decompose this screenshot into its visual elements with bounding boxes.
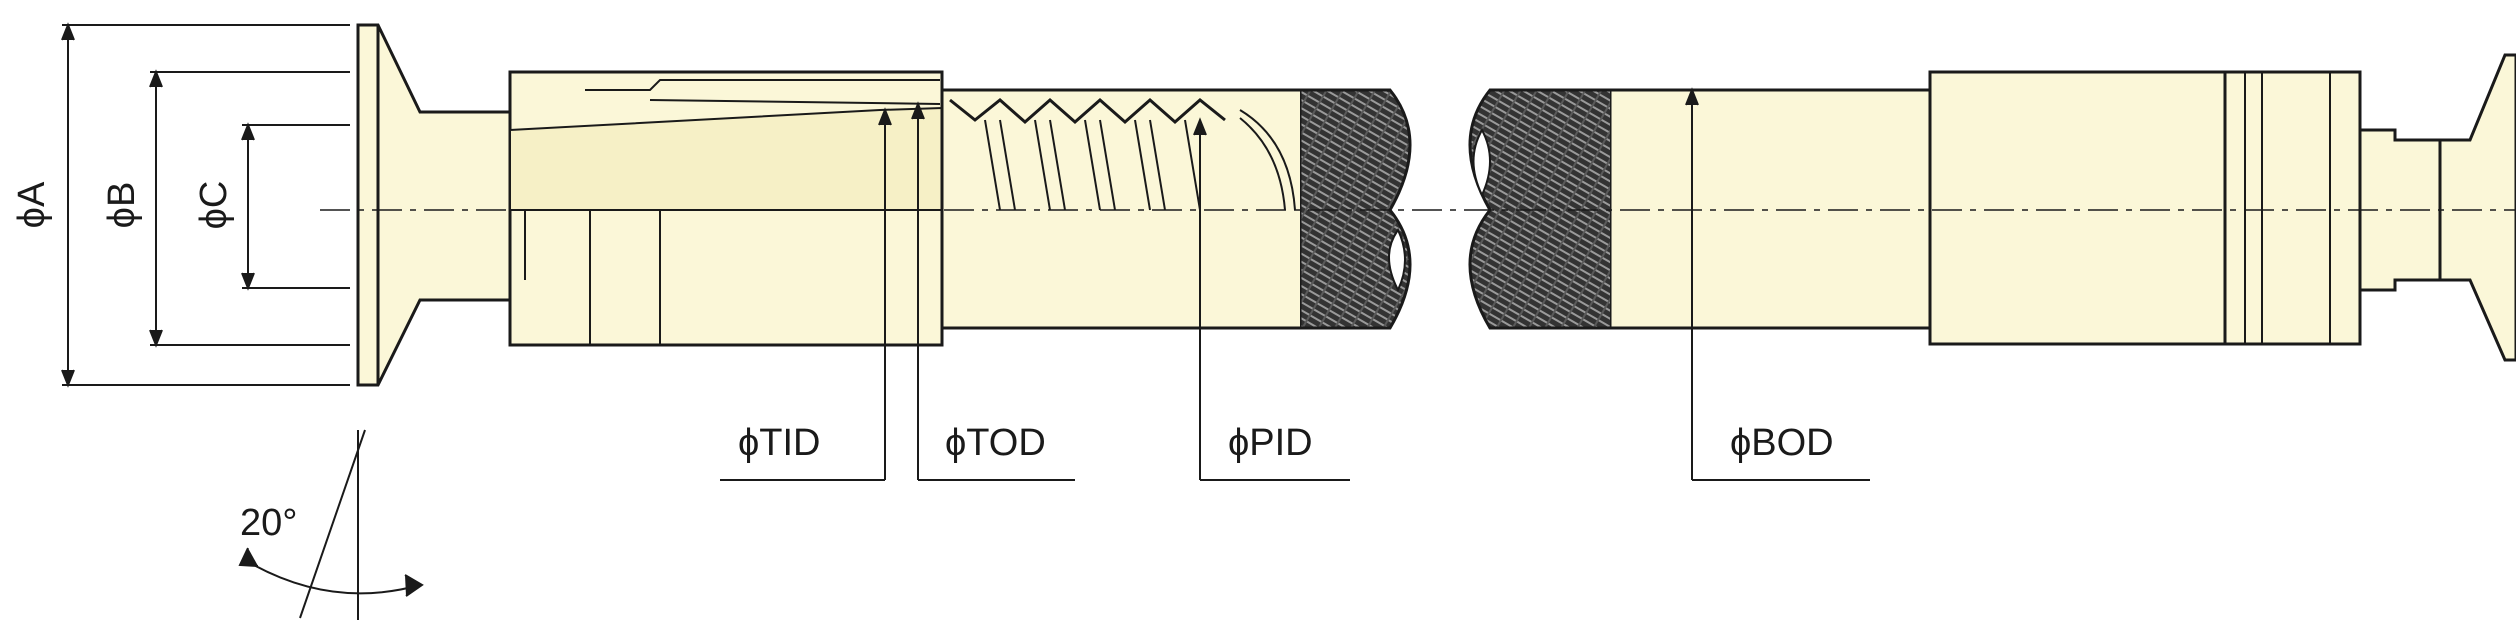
right-ferrule-fitting xyxy=(1928,53,2516,362)
helix-lines xyxy=(984,119,1201,211)
angle-arc xyxy=(244,559,421,595)
dimension-group-left xyxy=(61,22,350,388)
dimension-leaders xyxy=(720,87,1870,481)
right-clamp-flange xyxy=(2438,53,2516,362)
dim-label-A: ϕA xyxy=(11,181,53,228)
dim-label-TOD: ϕTOD xyxy=(945,422,1046,464)
dim-label-BOD: ϕBOD xyxy=(1730,422,1834,464)
right-ferrule-body xyxy=(1928,70,2227,346)
hose-tube-right xyxy=(1608,88,1932,330)
left-clamp-flange xyxy=(356,23,512,387)
right-ferrule-collar xyxy=(2223,70,2362,346)
left-ferrule-fitting xyxy=(356,23,944,387)
braid-cover-right xyxy=(1470,90,1610,328)
angle-detail xyxy=(238,429,424,620)
flange-angle-line xyxy=(299,429,366,619)
dim-label-PID: ϕPID xyxy=(1228,422,1313,464)
angle-label: 20° xyxy=(240,502,297,544)
corrugated-liner xyxy=(949,98,1226,124)
dim-label-TID: ϕTID xyxy=(738,422,821,464)
dim-label-C: ϕC xyxy=(193,181,235,230)
hose-left-segment xyxy=(940,88,1412,330)
dim-label-B: ϕB xyxy=(101,182,143,229)
